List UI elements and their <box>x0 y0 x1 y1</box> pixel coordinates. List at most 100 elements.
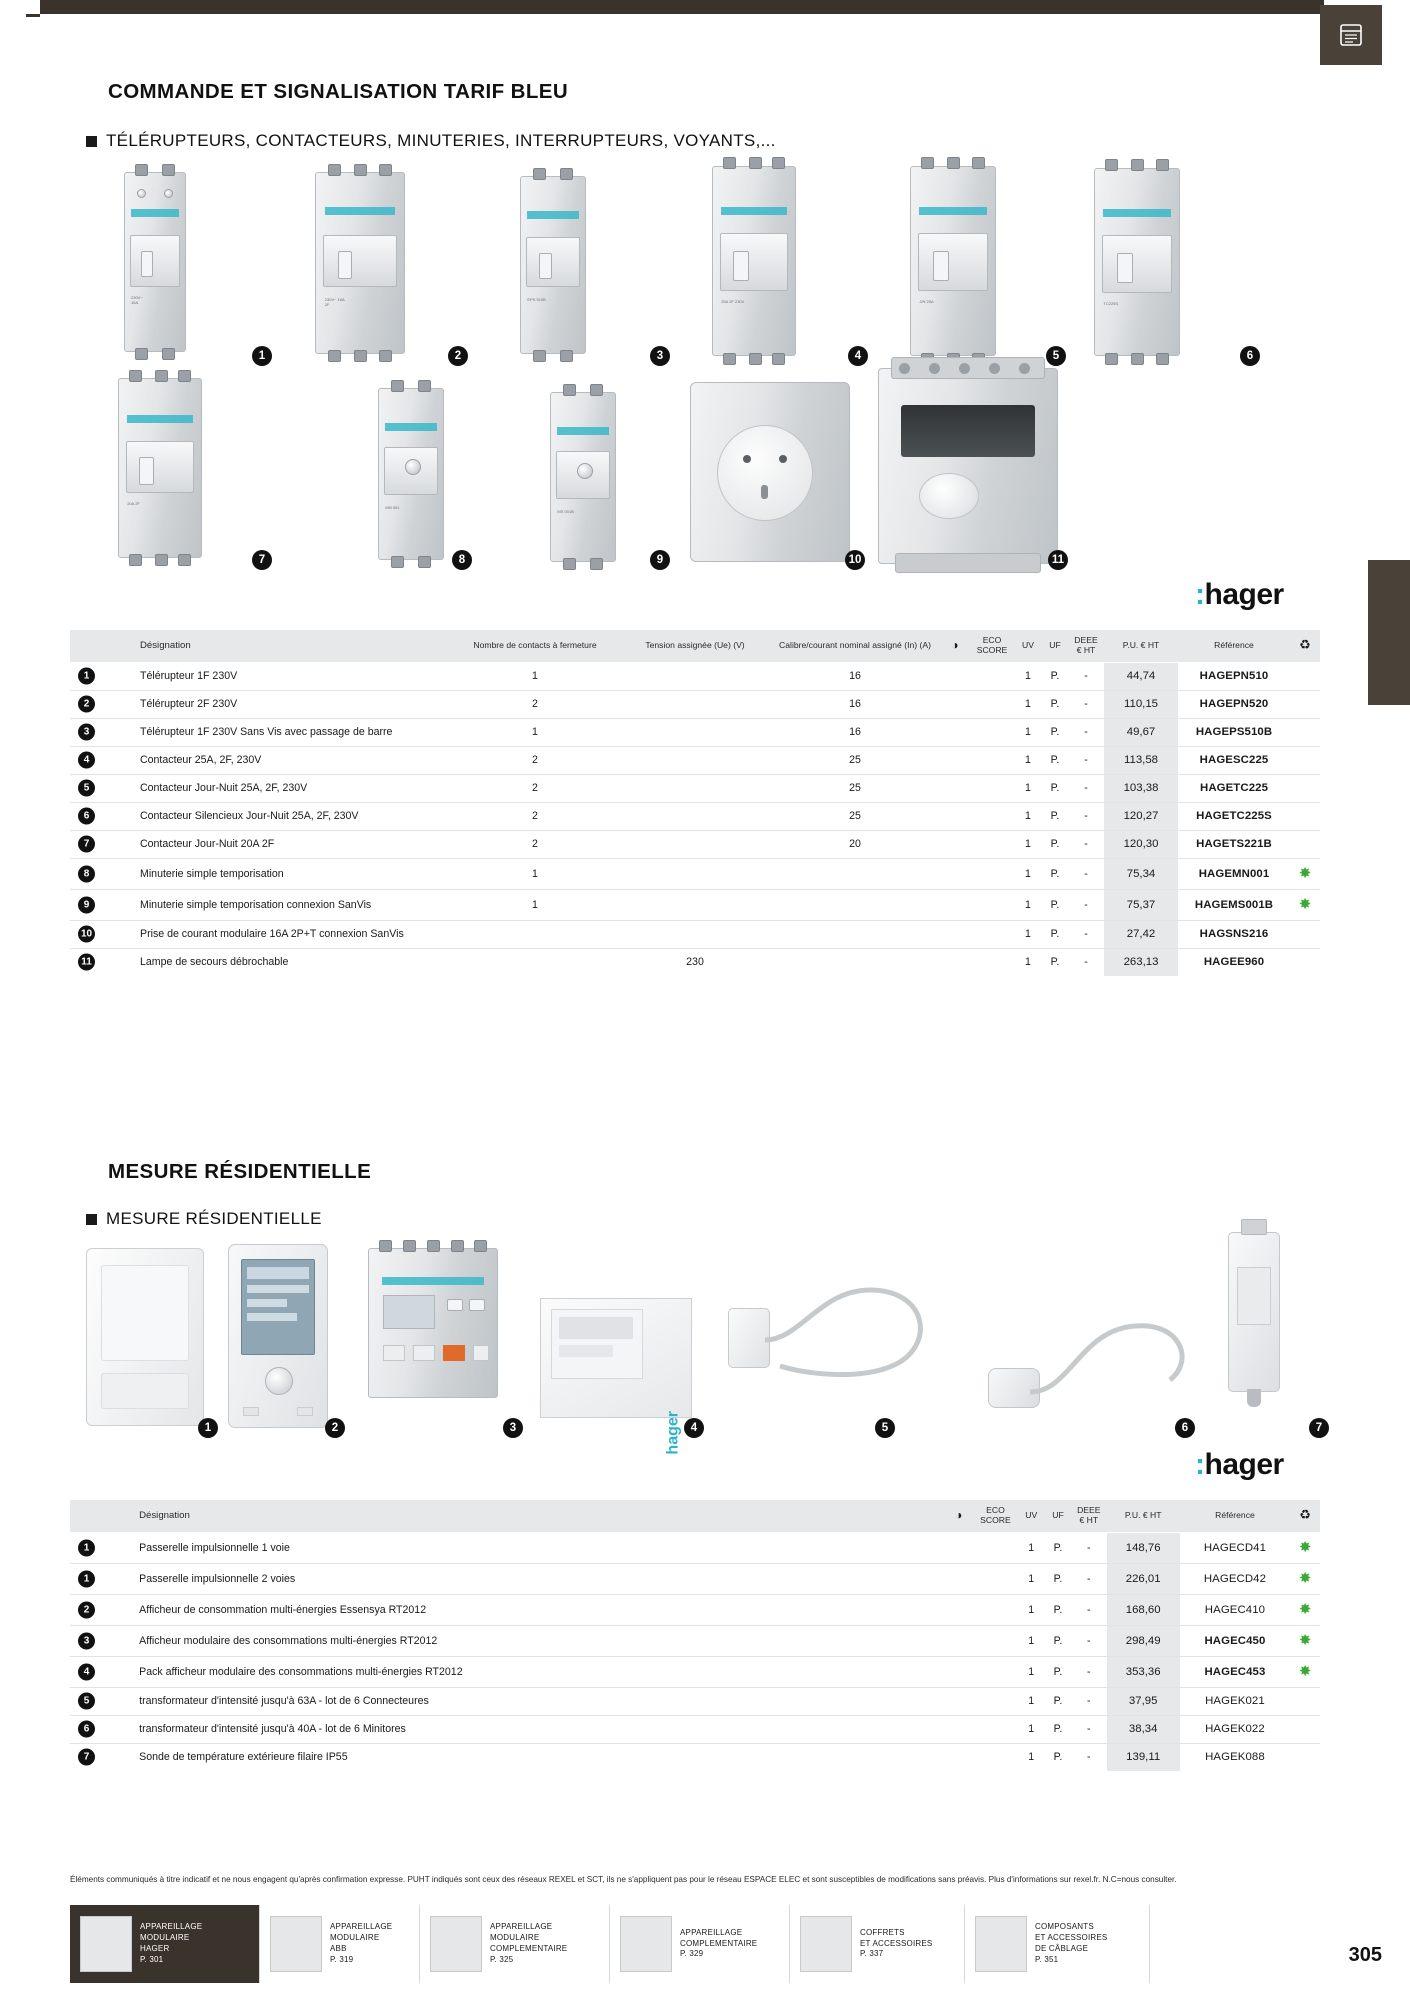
callout-10: 10 <box>845 550 865 570</box>
row-designation: transformateur d'intensité jusqu'à 40A -… <box>103 1715 945 1744</box>
page-number: 305 <box>1348 1944 1382 1966</box>
row-reference: HAGEE960 <box>1203 956 1265 969</box>
callout2-4: 4 <box>684 1418 704 1438</box>
bullet-square-icon-2 <box>86 1213 97 1225</box>
row-designation: Minuterie simple temporisation <box>104 858 450 890</box>
section2-subtitle-text: MESURE RÉSIDENTIELLE <box>106 1209 322 1228</box>
row-reference: HAGEC410 <box>1179 1594 1291 1626</box>
row-price: 226,01 <box>1106 1563 1180 1595</box>
callout2-7: 7 <box>1309 1418 1329 1438</box>
footer-nav-label1: APPAREILLAGE <box>490 1922 553 1932</box>
section1-subtitle-text: TÉLÉRUPTEURS, CONTACTEURS, MINUTERIES, I… <box>106 131 776 150</box>
row-uv: 1 <box>1017 1625 1046 1657</box>
th2-deee: DEEE€ HT <box>1070 1500 1107 1533</box>
row-tension <box>620 858 770 890</box>
row-contacts: 1 <box>450 889 620 921</box>
row-price: 38,34 <box>1106 1715 1180 1744</box>
row-price: 113,58 <box>1104 746 1178 775</box>
th-deee: DEEE€ HT <box>1068 630 1104 663</box>
row-number-cell: 7 <box>70 1743 103 1771</box>
row-number: 2 <box>78 1601 95 1619</box>
row-deee: - <box>1068 858 1104 890</box>
row-uf: P. <box>1050 956 1060 969</box>
row-tension <box>620 746 770 775</box>
footer-nav-label1: APPAREILLAGE <box>330 1922 393 1932</box>
row-number: 4 <box>78 1663 95 1681</box>
row-eco-score <box>970 948 1014 976</box>
row-designation: Pack afficheur modulaire des consommatio… <box>103 1656 945 1688</box>
row-deee: - <box>1070 1625 1107 1657</box>
row-uf: P. <box>1042 802 1068 831</box>
row-uf: P. <box>1042 718 1068 747</box>
footer-nav-thumb <box>80 1916 132 1972</box>
row-calibre <box>770 920 940 949</box>
th-pu: P.U. € HT <box>1104 630 1178 663</box>
row-reference: HAGEPS510B <box>1178 718 1290 747</box>
product2-image-6-cable <box>1029 1323 1185 1395</box>
footer-nav-label2: MODULAIRE <box>330 1933 380 1943</box>
footer-nav-thumb <box>430 1916 482 1972</box>
row-reference: HAGECD42 <box>1179 1563 1291 1595</box>
footer-nav-page: P. 301 <box>140 1954 164 1964</box>
product-image-9: MS 001B <box>550 384 616 570</box>
row-eco-score <box>973 1594 1018 1626</box>
row-number: 11 <box>78 953 95 971</box>
side-tab[interactable] <box>1368 560 1410 705</box>
callout-4: 4 <box>848 346 868 366</box>
row-uv: 1 <box>1017 1656 1046 1688</box>
row-eco-score <box>970 746 1014 775</box>
row-recycle-cell: ✸ <box>1290 889 1320 921</box>
row-recycle-cell: ✸ <box>1290 1594 1320 1626</box>
row-calibre <box>770 889 940 921</box>
footer-nav-label3: ABB <box>330 1944 347 1953</box>
row-uf: P. <box>1042 889 1068 921</box>
hager-logo-1: :hager <box>1195 578 1284 612</box>
row-contacts: 1 <box>450 858 620 890</box>
row-number-cell: 2 <box>70 690 104 719</box>
row-price: 110,15 <box>1104 690 1178 719</box>
product-image-3: EPS 510B <box>520 168 586 362</box>
row-tension <box>620 889 770 921</box>
row-eco-score <box>973 1715 1018 1744</box>
callout2-3: 3 <box>503 1418 523 1438</box>
row-number: 8 <box>78 865 95 883</box>
row-uf: P. <box>1042 858 1068 890</box>
row-calibre: 16 <box>770 662 940 691</box>
row-price: 139,11 <box>1106 1743 1180 1771</box>
row-contacts: 2 <box>450 802 620 831</box>
th2-spacer <box>70 1500 104 1533</box>
row-wifi <box>944 1743 974 1771</box>
row-uv: 1 <box>1014 920 1042 949</box>
row-contacts: 2 <box>450 830 620 859</box>
row-eco-score <box>970 858 1014 890</box>
row-price: 37,95 <box>1106 1687 1180 1716</box>
top-bar-dash <box>26 14 40 17</box>
eco-leaf-icon: ✸ <box>1298 1663 1312 1681</box>
table-row: 4 Pack afficheur modulaire des consommati… <box>70 1656 1320 1688</box>
row-number: 7 <box>78 835 95 853</box>
product2-image-6-clamp <box>988 1368 1040 1408</box>
row-uv: 1 <box>1014 718 1042 747</box>
product2-image-4-box: hager <box>540 1298 692 1455</box>
row-recycle-cell: ✸ <box>1290 1656 1320 1688</box>
footer-nav-label1: APPAREILLAGE <box>140 1922 203 1932</box>
row-number-cell: 1 <box>70 662 104 691</box>
row-wifi <box>944 1715 974 1744</box>
row-uv: 1 <box>1014 662 1042 691</box>
th2-uf: UF <box>1045 1500 1071 1533</box>
row-calibre <box>770 948 940 976</box>
page-tab-icon[interactable] <box>1320 5 1382 65</box>
